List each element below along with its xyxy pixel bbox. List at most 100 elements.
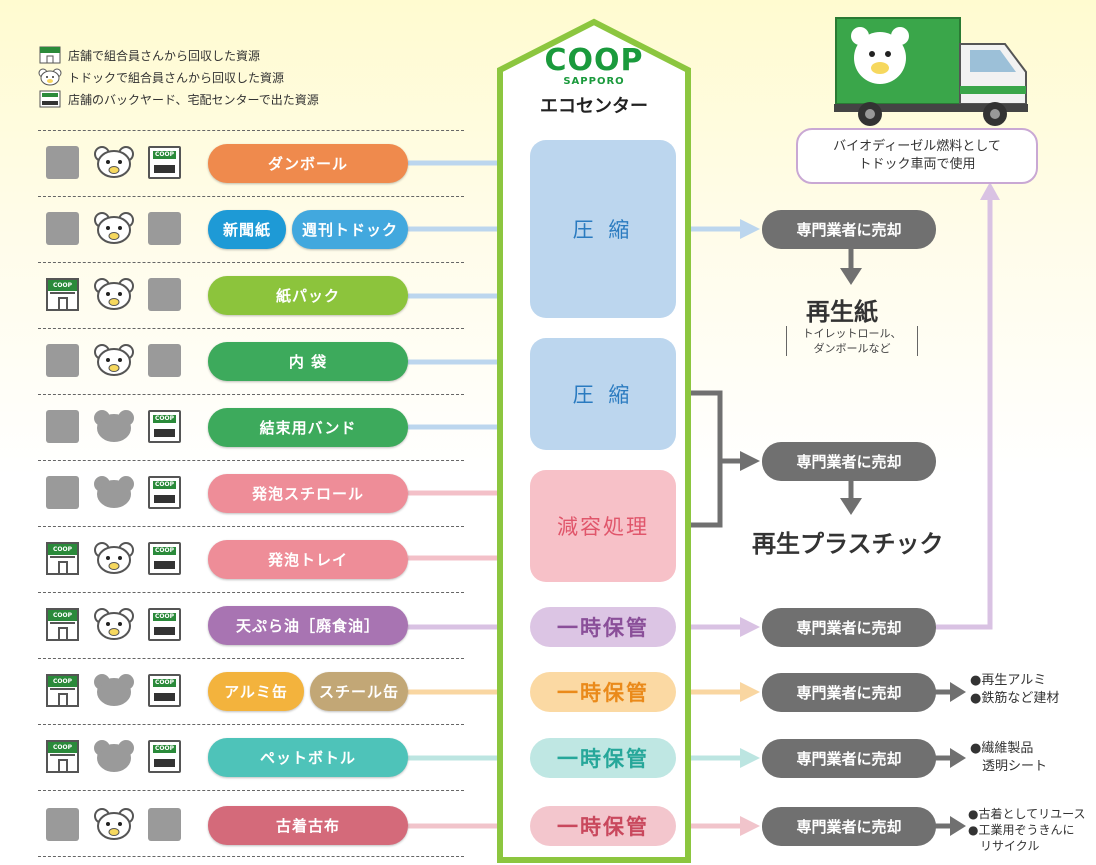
shop-door xyxy=(58,627,68,639)
placeholder-square-icon xyxy=(148,212,181,245)
process-compress-plastic: 圧 縮 xyxy=(530,338,676,450)
arrowhead-cloth-out xyxy=(950,816,966,836)
bear-icon xyxy=(94,608,134,641)
box-icon xyxy=(38,90,62,108)
material-foam-tray: 発泡トレイ xyxy=(208,540,408,579)
box-icon: COOP xyxy=(148,740,181,773)
divider xyxy=(38,856,464,857)
bear-silhouette-icon xyxy=(94,476,134,509)
process-label: 一時保管 xyxy=(557,616,649,640)
delivery-truck-icon xyxy=(834,17,1028,126)
arrowhead-pet-out xyxy=(950,748,966,768)
paper-note-line: ダンボールなど xyxy=(813,342,891,355)
box-bar xyxy=(154,429,175,437)
material-cardboard: ダンボール xyxy=(208,144,408,183)
sell-label: 専門業者に売却 xyxy=(796,684,902,702)
legend-bear-text: トドックで組合員さんから回収した資源 xyxy=(68,70,285,85)
shop-door xyxy=(58,693,68,705)
shop-awning xyxy=(50,622,75,628)
material-label: 発泡トレイ xyxy=(267,551,348,569)
placeholder-square-icon xyxy=(148,344,181,377)
shop-icon xyxy=(38,46,62,64)
legend-shop: 店舗で組合員さんから回収した資源 xyxy=(38,44,260,66)
shop-awning xyxy=(50,754,75,760)
divider xyxy=(38,130,464,131)
material-label: スチール缶 xyxy=(318,683,399,701)
truck-caption: バイオディーゼル燃料として トドック車両で使用 xyxy=(796,128,1038,184)
material-label: 古着古布 xyxy=(275,817,340,835)
output-recycled-plastic: 再生プラスチック xyxy=(752,530,944,558)
arrowhead-can xyxy=(740,682,760,702)
bear-silhouette-icon xyxy=(94,674,134,707)
material-label: 内 袋 xyxy=(288,353,328,371)
sell-box-paper: 専門業者に売却 xyxy=(762,210,936,249)
material-label: 週刊トドック xyxy=(301,221,398,239)
sell-box-pet: 専門業者に売却 xyxy=(762,739,936,778)
box-bar xyxy=(154,495,175,503)
placeholder-square-icon xyxy=(46,146,79,179)
divider xyxy=(38,592,464,593)
process-label: 減容処理 xyxy=(557,515,649,539)
output-cloth: ●古着としてリユース ●工業用ぞうきんに リサイクル xyxy=(968,806,1086,854)
placeholder-square-icon xyxy=(46,476,79,509)
material-cooking-oil: 天ぷら油［廃食油］ xyxy=(208,606,408,645)
placeholder-square-icon xyxy=(148,808,181,841)
coop-mini-logo: COOP xyxy=(48,610,77,621)
process-temp-storage-cloth: 一時保管 xyxy=(530,806,676,846)
process-volume-reduction: 減容処理 xyxy=(530,470,676,582)
output-line: ●繊維製品 xyxy=(970,741,1034,756)
output-line: ●古着としてリユース xyxy=(968,807,1086,821)
material-label: アルミ缶 xyxy=(224,683,288,701)
sell-box-cloth: 専門業者に売却 xyxy=(762,807,936,846)
arrowhead-oil-truck xyxy=(980,182,1000,200)
coop-logo: COOP SAPPORO xyxy=(518,46,670,88)
coop-mini-logo: COOP xyxy=(153,679,176,687)
truck-caption-line: バイオディーゼル燃料として xyxy=(833,139,1001,154)
box-bar xyxy=(154,759,175,767)
arrowhead-pet xyxy=(740,748,760,768)
shop-awning xyxy=(50,556,75,562)
process-label: 圧 縮 xyxy=(572,383,634,407)
sell-box-plastic: 専門業者に売却 xyxy=(762,442,936,481)
arrowhead-can-out xyxy=(950,682,966,702)
process-temp-storage-oil: 一時保管 xyxy=(530,607,676,647)
legend-shop-text: 店舗で組合員さんから回収した資源 xyxy=(68,48,261,63)
coop-mini-logo: COOP xyxy=(153,613,176,621)
brand-sub: SAPPORO xyxy=(563,76,625,87)
material-newspaper: 新聞紙 xyxy=(208,210,286,249)
bear-icon xyxy=(94,542,134,575)
box-icon: COOP xyxy=(148,476,181,509)
coop-mini-logo: COOP xyxy=(48,742,77,753)
box-icon: COOP xyxy=(148,608,181,641)
eco-center-name: エコセンター xyxy=(540,96,648,117)
arrowhead-paper-down xyxy=(840,268,862,285)
arrowhead-cloth xyxy=(740,816,760,836)
bear-icon xyxy=(94,212,134,245)
box-bar xyxy=(154,693,175,701)
material-label: 結束用バンド xyxy=(259,419,357,437)
shop-awning xyxy=(50,292,75,298)
sell-label: 専門業者に売却 xyxy=(796,221,902,239)
legend-bear: トドックで組合員さんから回収した資源 xyxy=(38,66,284,88)
output-recycled-paper: 再生紙 xyxy=(806,298,878,326)
placeholder-square-icon xyxy=(46,344,79,377)
placeholder-square-icon xyxy=(46,212,79,245)
bear-icon xyxy=(94,278,134,311)
placeholder-square-icon xyxy=(46,808,79,841)
shop-icon: COOP xyxy=(46,278,79,311)
material-label: ダンボール xyxy=(267,155,348,173)
legend-box: 店舗のバックヤード、宅配センターで出た資源 xyxy=(38,88,319,110)
arrowhead-paper xyxy=(740,219,760,239)
material-weekly-todock: 週刊トドック xyxy=(292,210,408,249)
material-label: 紙パック xyxy=(275,287,340,305)
box-bar xyxy=(154,165,175,173)
material-old-clothes: 古着古布 xyxy=(208,806,408,845)
sell-box-oil: 専門業者に売却 xyxy=(762,608,936,647)
sell-box-can: 専門業者に売却 xyxy=(762,673,936,712)
placeholder-square-icon xyxy=(148,278,181,311)
output-line: リサイクル xyxy=(980,839,1040,853)
material-label: ペットボトル xyxy=(259,749,356,767)
output-line: ●再生アルミ xyxy=(970,673,1047,688)
divider xyxy=(38,328,464,329)
output-line: ●鉄筋など建材 xyxy=(970,691,1060,706)
